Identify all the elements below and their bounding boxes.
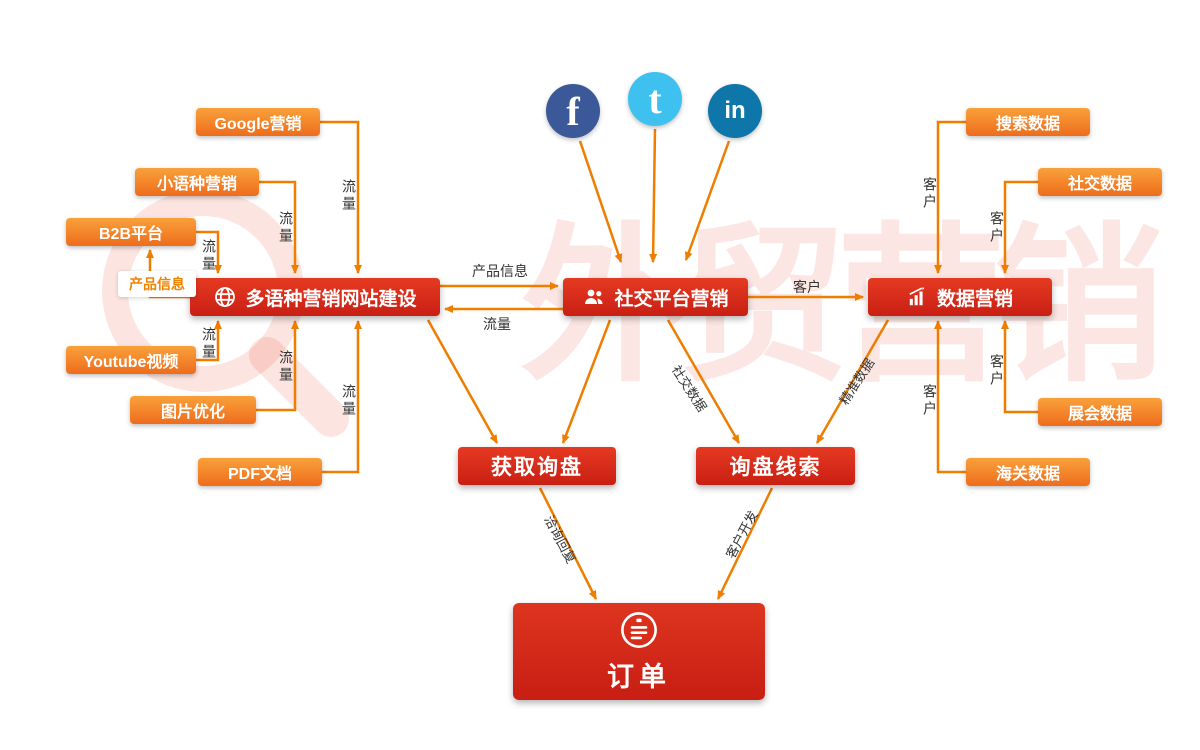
twitter-glyph: t bbox=[648, 76, 662, 122]
channel-label: Youtube视频 bbox=[83, 354, 179, 371]
channel-label: PDF文档 bbox=[227, 466, 292, 483]
label-social-data-edge: 社交数据 bbox=[668, 362, 710, 415]
label-traffic-imageopt: 流量 bbox=[278, 350, 294, 384]
channel-label: 小语种营销 bbox=[156, 176, 237, 193]
facebook-glyph: f bbox=[566, 88, 580, 134]
globe-icon bbox=[213, 285, 237, 309]
channel-minor-language-marketing: 小语种营销 bbox=[135, 168, 259, 196]
label-traffic-google: 流量 bbox=[341, 179, 357, 213]
channel-search-data: 搜索数据 bbox=[966, 108, 1090, 136]
node-leads-label: 询盘线索 bbox=[729, 456, 822, 479]
arrow-customs-to-data bbox=[934, 320, 966, 474]
arrow-website-to-inquiry bbox=[426, 319, 499, 444]
node-social-label: 社交平台营销 bbox=[614, 288, 729, 310]
arrow-facebook-to-social bbox=[578, 140, 623, 263]
node-get-inquiries: 获取询盘 bbox=[458, 447, 616, 485]
channel-pdf-document: PDF文档 bbox=[198, 458, 322, 486]
channel-youtube-video: Youtube视频 bbox=[66, 346, 196, 374]
node-data-marketing: 数据营销 bbox=[868, 278, 1052, 316]
node-inquiry-leads: 询盘线索 bbox=[696, 447, 855, 485]
channel-label: B2B平台 bbox=[98, 226, 163, 243]
channel-social-data: 社交数据 bbox=[1038, 168, 1162, 196]
label-traffic-center: 流量 bbox=[483, 316, 511, 332]
label-customer-socialdata: 客户 bbox=[989, 211, 1005, 245]
label-traffic-minor: 流量 bbox=[278, 211, 294, 245]
arrow-twitter-to-social bbox=[649, 128, 658, 263]
label-customer-customs: 客户 bbox=[922, 384, 938, 418]
node-website-building: 多语种营销网站建设 bbox=[190, 278, 440, 316]
channel-label: 社交数据 bbox=[1067, 176, 1132, 193]
channel-label: Google营销 bbox=[214, 116, 302, 133]
node-order-label: 订单 bbox=[607, 662, 671, 692]
linkedin-glyph: in bbox=[724, 97, 746, 124]
label-customer-development-edge: 客户开发 bbox=[723, 507, 761, 561]
label-inquiry-reply-edge: 洽询回复 bbox=[541, 512, 579, 566]
channel-b2b-platform: B2B平台 bbox=[66, 218, 196, 246]
channel-google-marketing: Google营销 bbox=[196, 108, 320, 136]
label-precise-data-edge: 精准数据 bbox=[836, 355, 878, 408]
channel-image-optimization: 图片优化 bbox=[130, 396, 256, 424]
channel-customs-data: 海关数据 bbox=[966, 458, 1090, 486]
arrow-social-to-inquiry bbox=[561, 319, 612, 444]
twitter-icon: t bbox=[628, 72, 682, 126]
label-customer-search: 客户 bbox=[922, 177, 938, 211]
arrow-social-data-to-data bbox=[1001, 180, 1038, 274]
channel-label: 展会数据 bbox=[1067, 406, 1132, 423]
arrow-linkedin-to-social bbox=[684, 140, 731, 261]
channel-exhibition-data: 展会数据 bbox=[1038, 398, 1162, 426]
label-traffic-youtube: 流量 bbox=[201, 327, 217, 361]
node-website-label: 多语种营销网站建设 bbox=[245, 288, 417, 310]
node-data-label: 数据营销 bbox=[936, 288, 1013, 310]
channel-label: 海关数据 bbox=[995, 466, 1060, 483]
facebook-icon: f bbox=[546, 84, 600, 138]
bar-chart-icon bbox=[907, 286, 929, 308]
label-customer-expo: 客户 bbox=[989, 354, 1005, 388]
label-customer-center: 客户 bbox=[793, 279, 821, 295]
order-document-icon bbox=[618, 609, 660, 651]
node-social-platform-marketing: 社交平台营销 bbox=[563, 278, 748, 316]
channel-label: 图片优化 bbox=[160, 404, 225, 421]
linkedin-icon: in bbox=[708, 84, 762, 138]
arrow-search-data-to-data bbox=[934, 120, 966, 274]
label-product-info-center: 产品信息 bbox=[472, 263, 528, 279]
users-icon bbox=[582, 285, 606, 309]
node-order: 订单 bbox=[513, 603, 765, 700]
product-info-tag: 产品信息 bbox=[118, 271, 196, 297]
node-inquiry-label: 获取询盘 bbox=[491, 456, 583, 479]
label-traffic-b2b: 流量 bbox=[201, 239, 217, 273]
label-traffic-pdf: 流量 bbox=[341, 384, 357, 418]
arrow-exhibition-to-data bbox=[1001, 320, 1038, 414]
channel-label: 搜索数据 bbox=[995, 116, 1060, 133]
